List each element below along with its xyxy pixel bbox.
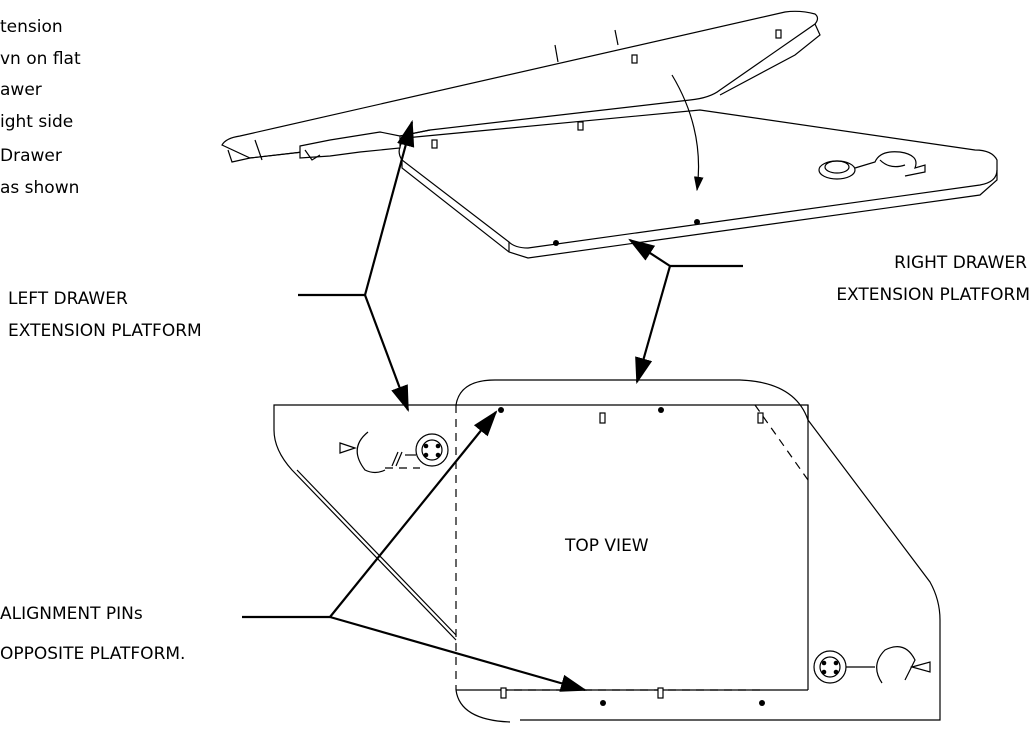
intro-note: tension vn on flat awer ight side Drawer… xyxy=(0,17,81,198)
right-platform-label: RIGHT DRAWER EXTENSION PLATFORM xyxy=(836,253,1030,305)
right-platform-leaders xyxy=(628,238,743,385)
intro-note-line: awer xyxy=(0,80,42,100)
intro-note-line: as shown xyxy=(0,178,79,198)
top-view-right-platform xyxy=(455,379,941,723)
alignment-label-line: ALIGNMENT PINs xyxy=(0,604,143,624)
fold-arrow xyxy=(671,74,704,192)
iso-knob xyxy=(818,151,926,180)
alignment-label-line: OPPOSITE PLATFORM. xyxy=(0,644,185,664)
right-platform-label-line: RIGHT DRAWER xyxy=(894,253,1027,273)
left-platform-label-line: LEFT DRAWER xyxy=(8,289,128,309)
alignment-leaders xyxy=(242,410,588,692)
top-view-pins xyxy=(498,407,765,706)
right-platform-label-line: EXTENSION PLATFORM xyxy=(836,285,1030,305)
iso-left-platform xyxy=(221,10,821,163)
top-view-right-knob xyxy=(813,646,931,684)
top-view-left-platform xyxy=(273,404,760,691)
intro-note-line: ight side xyxy=(0,112,73,132)
left-platform-label-line: EXTENSION PLATFORM xyxy=(8,321,202,341)
left-platform-leaders xyxy=(298,119,415,413)
intro-note-line: tension xyxy=(0,17,63,37)
left-platform-label: LEFT DRAWER EXTENSION PLATFORM xyxy=(8,289,202,341)
intro-note-line: vn on flat xyxy=(0,49,81,69)
intro-note-line: Drawer xyxy=(0,146,62,166)
top-view-left-knob xyxy=(339,431,449,474)
alignment-label: ALIGNMENT PINs OPPOSITE PLATFORM. xyxy=(0,604,185,664)
top-view-label: TOP VIEW xyxy=(564,536,649,556)
